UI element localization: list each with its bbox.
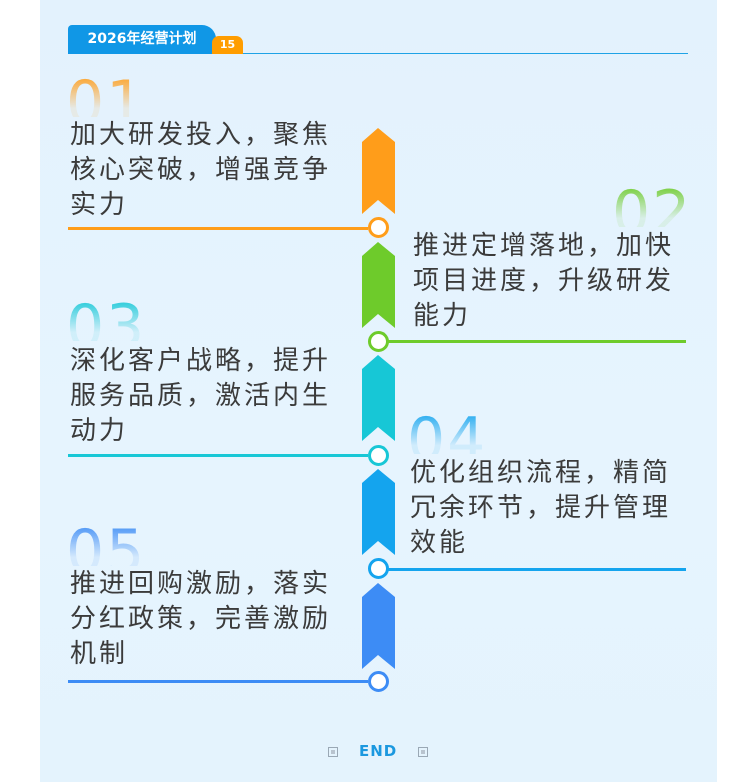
timeline-node-03	[368, 445, 389, 466]
timeline-node-01	[368, 217, 389, 238]
item-text-05: 推进回购激励，落实分红政策，完善激励机制	[70, 569, 332, 669]
timeline-segment-4	[362, 469, 395, 555]
item-line-01	[68, 227, 368, 230]
item-line-04	[388, 568, 686, 571]
end-right-ornament-icon	[418, 747, 428, 757]
item-text-03: 深化客户战略，提升服务品质，激活内生动力	[70, 346, 332, 446]
item-number-05: 05	[66, 522, 147, 566]
item-text-02: 推进定增落地，加快项目进度，升级研发能力	[413, 231, 675, 331]
timeline-node-04	[368, 558, 389, 579]
item-number-02: 02	[612, 183, 693, 227]
timeline-node-05	[368, 671, 389, 692]
header-divider	[68, 53, 688, 54]
timeline-segment-3	[362, 355, 395, 441]
item-number-04: 04	[407, 410, 488, 454]
item-text-01: 加大研发投入，聚焦核心突破，增强竞争实力	[70, 120, 332, 220]
item-line-02	[388, 340, 686, 343]
page-title: 2026年经营计划	[68, 25, 216, 54]
timeline-node-02	[368, 331, 389, 352]
item-text-04: 优化组织流程，精简冗余环节，提升管理效能	[410, 458, 672, 558]
end-left-ornament-icon	[328, 747, 338, 757]
page-number-badge: 15	[212, 36, 243, 54]
item-number-03: 03	[66, 297, 147, 341]
item-line-03	[68, 454, 368, 457]
timeline-segment-1	[362, 128, 395, 214]
item-number-01: 01	[66, 73, 147, 117]
timeline-segment-2	[362, 242, 395, 328]
item-line-05	[68, 680, 368, 683]
timeline-segment-5	[362, 583, 395, 669]
end-label: END	[359, 742, 398, 760]
